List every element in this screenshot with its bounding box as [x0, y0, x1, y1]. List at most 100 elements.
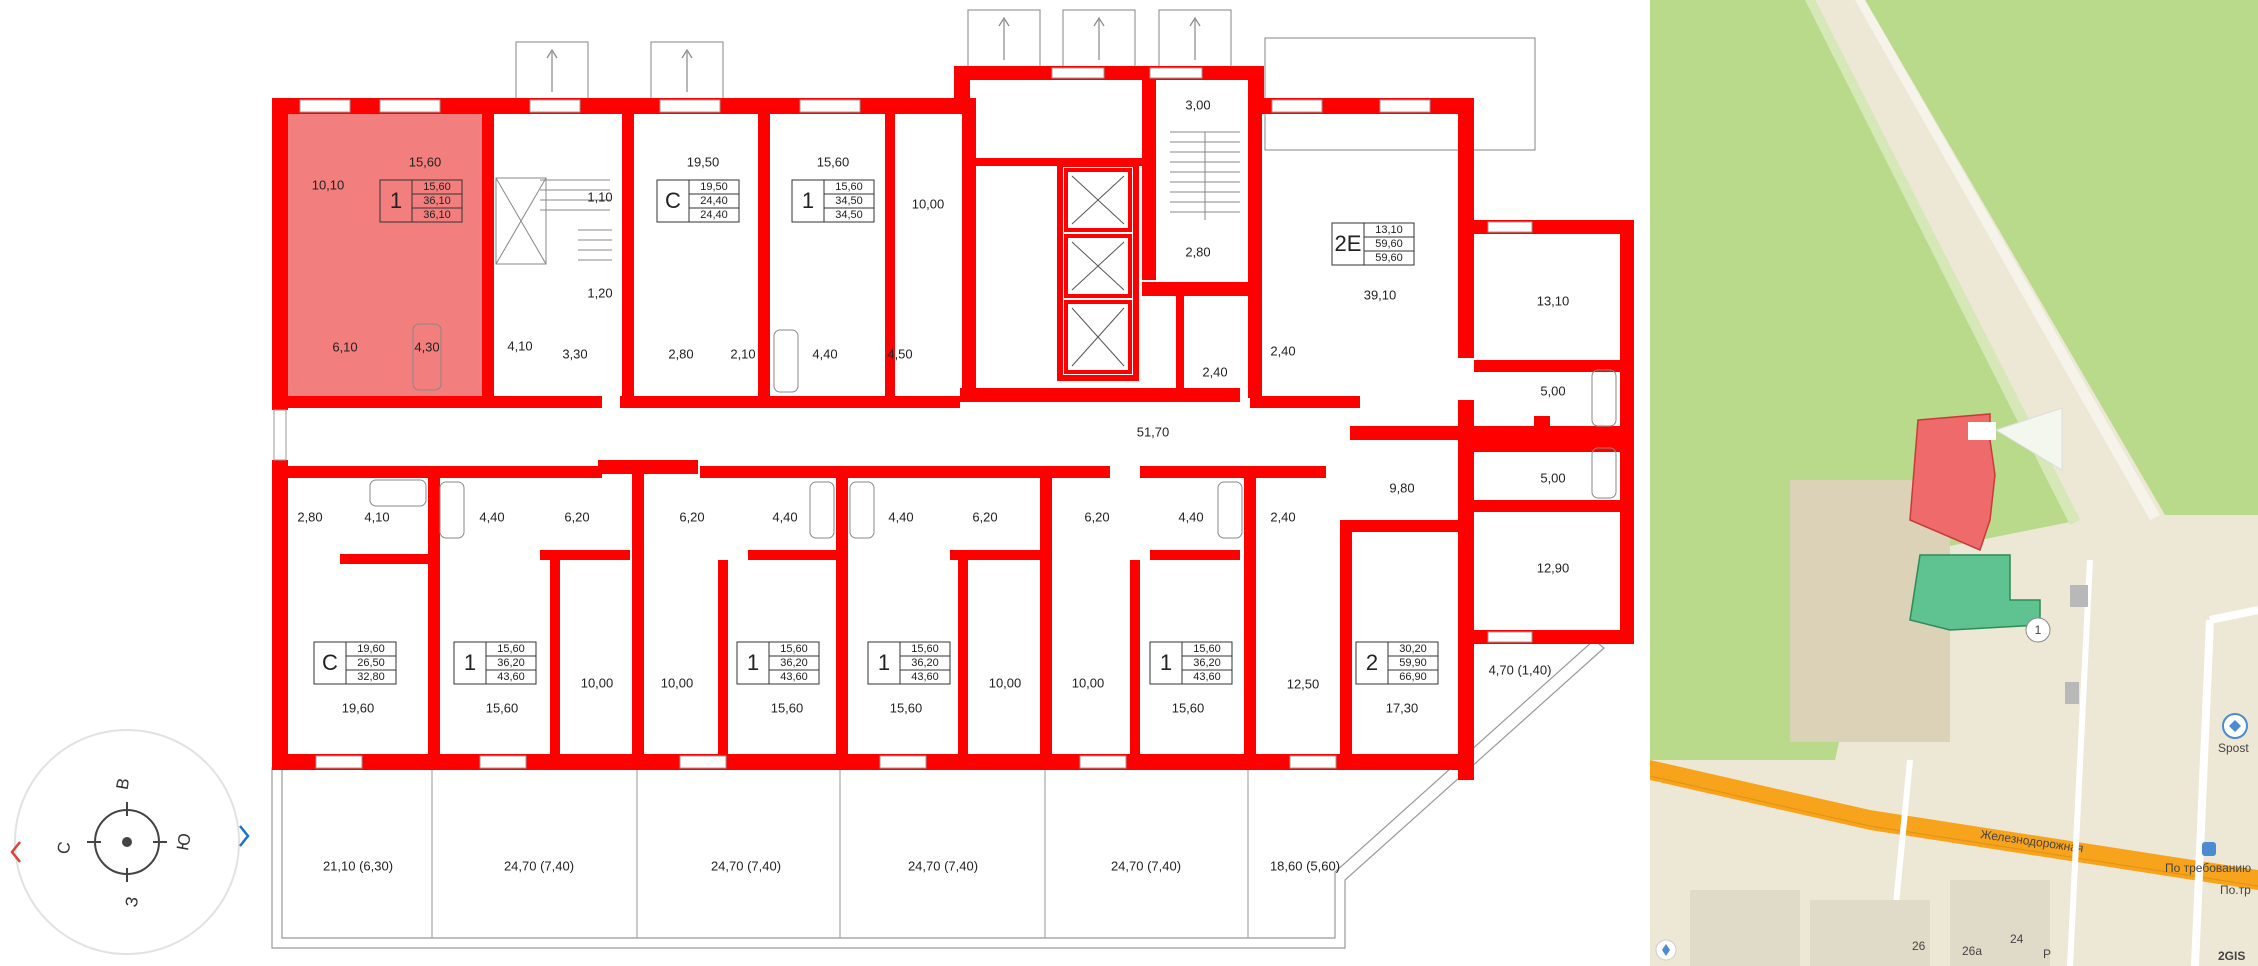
compass-west: З — [122, 895, 142, 908]
apartment-box: 1 15,60 36,20 43,60 — [453, 641, 537, 685]
apartment-box: 2Е 13,10 59,60 59,60 — [1331, 222, 1415, 266]
room-area: 10,00 — [912, 196, 945, 211]
apartment-box: С 19,60 26,50 32,80 — [313, 641, 397, 685]
svg-text:36,20: 36,20 — [911, 657, 939, 669]
apartment-code: 1 — [802, 188, 814, 213]
room-area: 2,40 — [1270, 509, 1295, 524]
svg-text:66,90: 66,90 — [1399, 671, 1427, 683]
view-direction-icon — [1994, 407, 2063, 471]
room-area: 5,00 — [1540, 383, 1565, 398]
apartment-box: 1 15,60 36,20 43,60 — [867, 641, 951, 685]
room-area: 15,60 — [771, 700, 804, 715]
room-area: 13,10 — [1537, 293, 1570, 308]
room-area: 6,20 — [1084, 509, 1109, 524]
bathtubs — [369, 323, 1617, 539]
poi-label: Spost — [2218, 741, 2249, 755]
apartment-code: С — [322, 650, 338, 675]
compass[interactable]: С В Ю З — [14, 729, 240, 955]
chevron-right-icon[interactable] — [239, 825, 250, 847]
room-area: 2,80 — [297, 509, 322, 524]
walls — [272, 66, 1634, 780]
balcony-area: 21,10 (6,30) — [323, 858, 393, 873]
neighbor-building — [1909, 554, 2041, 631]
svg-text:34,50: 34,50 — [835, 195, 863, 207]
windows — [273, 67, 1533, 769]
room-area: 4,40 — [479, 509, 504, 524]
svg-text:19,50: 19,50 — [700, 181, 728, 193]
apartment-code: 1 — [464, 650, 476, 675]
room-area: 51,70 — [1137, 424, 1170, 439]
room-labels: 10,10 15,60 6,10 4,30 1,10 1,20 4,10 3,3… — [297, 97, 1569, 873]
selected-building — [1909, 413, 1996, 552]
room-area: 6,10 — [332, 339, 357, 354]
svg-text:43,60: 43,60 — [780, 671, 808, 683]
svg-text:24,40: 24,40 — [700, 195, 728, 207]
apartment-code: 2Е — [1335, 231, 1362, 256]
selected-apartment[interactable] — [286, 112, 482, 402]
exit-arrows — [546, 16, 1201, 92]
compass-north: С — [54, 840, 75, 855]
apartment-box: 1 15,60 36,10 36,10 — [379, 179, 463, 223]
room-area: 2,40 — [1270, 343, 1295, 358]
room-area: 15,60 — [890, 700, 923, 715]
apartment-code: С — [665, 188, 681, 213]
apartment-box: 2 30,20 59,90 66,90 — [1355, 641, 1439, 685]
room-area: 10,00 — [1072, 675, 1105, 690]
svg-text:36,20: 36,20 — [780, 657, 808, 669]
svg-text:32,80: 32,80 — [357, 671, 385, 683]
room-area: 10,10 — [312, 177, 345, 192]
room-area: 12,50 — [1287, 676, 1320, 691]
room-area: 4,50 — [887, 346, 912, 361]
floor-plan-panel: 10,10 15,60 6,10 4,30 1,10 1,20 4,10 3,3… — [10, 9, 1634, 955]
svg-text:15,60: 15,60 — [497, 643, 525, 655]
chevron-left-icon[interactable] — [10, 841, 21, 863]
room-area: 39,10 — [1364, 287, 1397, 302]
svg-text:59,60: 59,60 — [1375, 238, 1403, 250]
bus-stop-label: По требованию — [2165, 861, 2251, 875]
room-area: 2,10 — [730, 346, 755, 361]
map-canvas[interactable]: Железнодорожная 1 Spost По требованию По… — [1650, 0, 2258, 966]
balcony-area: 24,70 (7,40) — [1111, 858, 1181, 873]
room-area: 4,40 — [1178, 509, 1203, 524]
svg-text:36,10: 36,10 — [423, 195, 451, 207]
house-number: 26 — [1912, 939, 1926, 953]
location-map[interactable]: Железнодорожная 1 Spost По требованию По… — [1650, 0, 2258, 966]
svg-text:1: 1 — [2035, 623, 2042, 637]
apartment-code: 2 — [1366, 650, 1378, 675]
svg-text:15,60: 15,60 — [423, 181, 451, 193]
svg-text:43,60: 43,60 — [497, 671, 525, 683]
balcony-area: 24,70 (7,40) — [504, 858, 574, 873]
room-area: 2,80 — [1185, 244, 1210, 259]
apartment-info-boxes[interactable]: 1 15,60 36,10 36,10 С 19,50 24,40 24,40 … — [313, 179, 1439, 685]
apartment-box: 1 15,60 36,20 43,60 — [736, 641, 820, 685]
map-brand-logo: 2GIS — [2218, 949, 2245, 963]
apartment-code: 1 — [390, 188, 402, 213]
building-marker — [2025, 617, 2051, 643]
forest-area-right — [1865, 0, 2258, 515]
svg-text:30,20: 30,20 — [1399, 643, 1427, 655]
svg-text:34,50: 34,50 — [835, 209, 863, 221]
room-area: 6,20 — [679, 509, 704, 524]
apartment-box: С 19,50 24,40 24,40 — [656, 179, 740, 223]
room-area: 15,60 — [409, 154, 442, 169]
compass-east: В — [113, 777, 134, 791]
room-area: 3,00 — [1185, 97, 1210, 112]
svg-text:15,60: 15,60 — [780, 643, 808, 655]
apartment-code: 1 — [1160, 650, 1172, 675]
room-area: 10,00 — [581, 675, 614, 690]
stop-marker-letter: Р — [2043, 947, 2051, 961]
svg-text:59,60: 59,60 — [1375, 252, 1403, 264]
room-area: 4,10 — [507, 338, 532, 353]
room-area: 17,30 — [1386, 700, 1419, 715]
room-area: 10,00 — [989, 675, 1022, 690]
room-area: 9,80 — [1389, 480, 1414, 495]
room-area: 4,10 — [364, 509, 389, 524]
apartment-box: 1 15,60 36,20 43,60 — [1149, 641, 1233, 685]
room-area: 10,00 — [661, 675, 694, 690]
room-area: 1,10 — [587, 189, 612, 204]
balcony-outline — [271, 639, 1605, 949]
svg-text:43,60: 43,60 — [911, 671, 939, 683]
apartment-code: 1 — [747, 650, 759, 675]
svg-text:13,10: 13,10 — [1375, 224, 1403, 236]
svg-text:43,60: 43,60 — [1193, 671, 1221, 683]
